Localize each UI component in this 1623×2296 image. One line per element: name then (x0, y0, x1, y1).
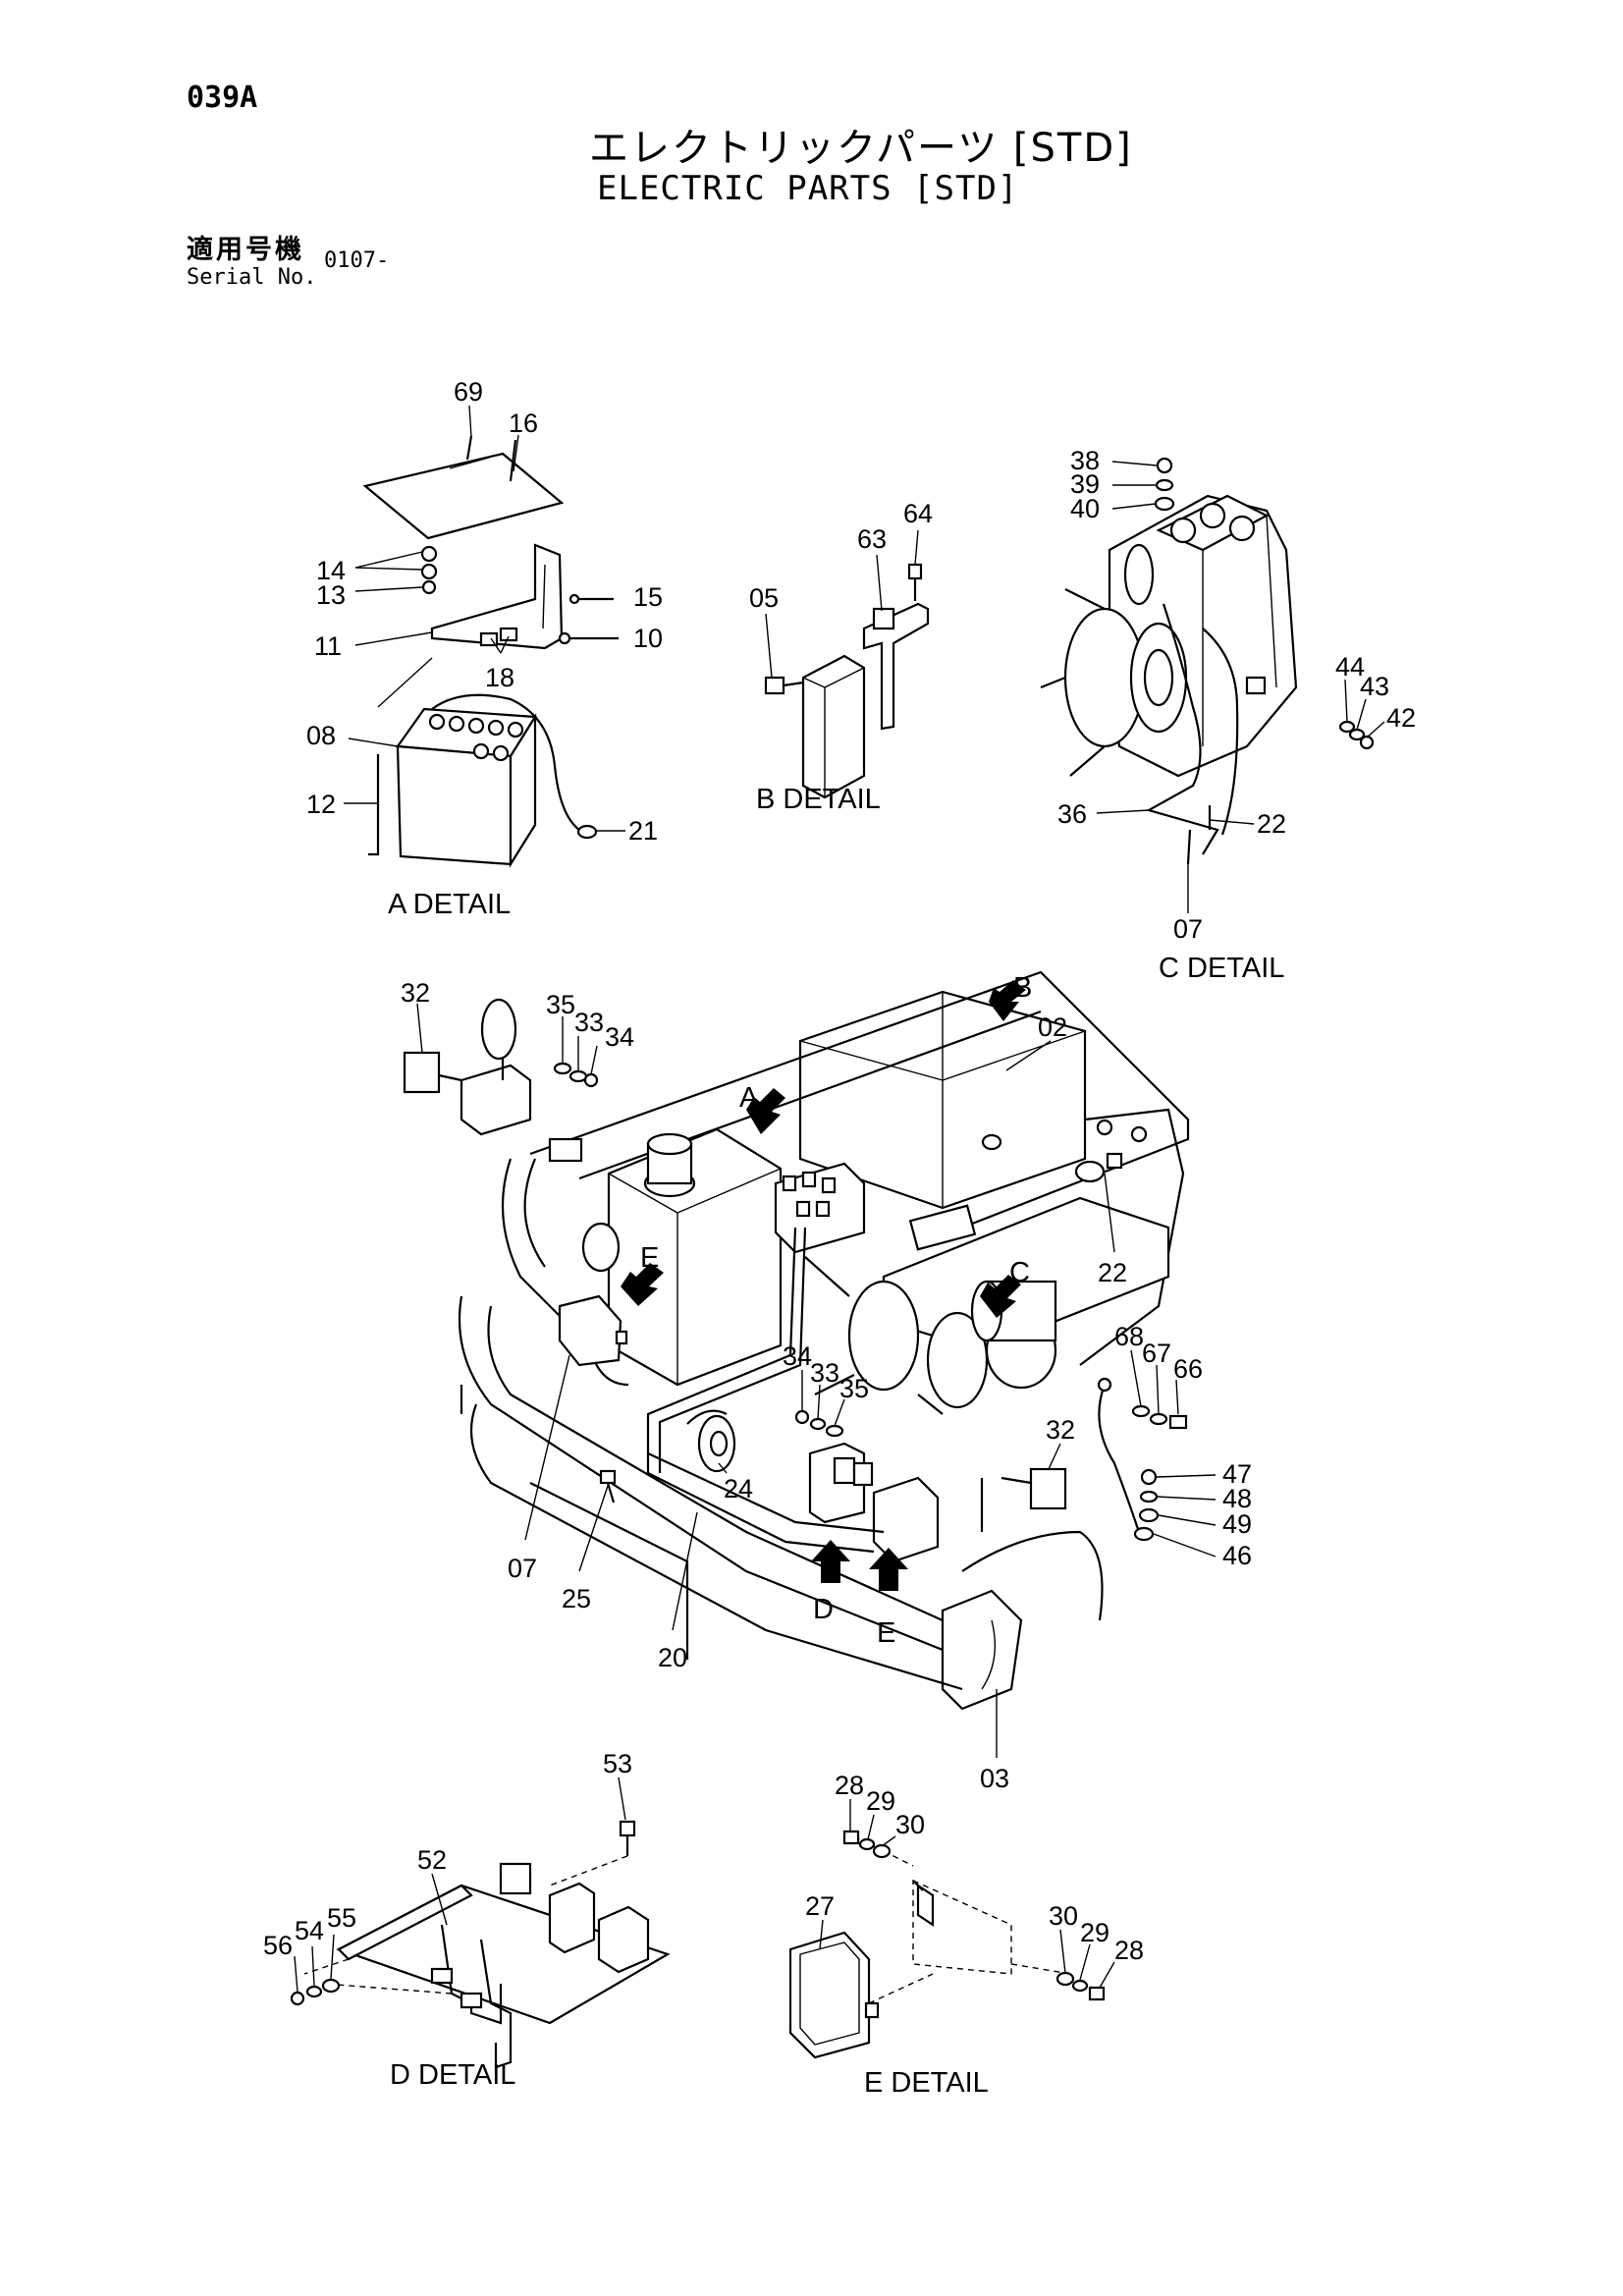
part-number: 13 (316, 580, 346, 610)
part-number: 24 (724, 1474, 753, 1503)
arrow-label-b: B (1013, 972, 1032, 1004)
part-number: 49 (1222, 1509, 1252, 1539)
b-detail-drawing (764, 563, 930, 799)
part-number: 28 (1114, 1936, 1144, 1965)
c-detail-drawing (1040, 457, 1375, 865)
part-number: 08 (306, 721, 336, 750)
arrow-label-d: D (813, 1594, 834, 1625)
arrow-b (989, 980, 1026, 1021)
part-number: 64 (903, 499, 933, 528)
b-detail-leaders (765, 529, 919, 679)
part-number: 69 (454, 377, 483, 407)
page-title-english: ELECTRIC PARTS [STD] (597, 169, 1019, 208)
arrow-label-c: C (1009, 1257, 1030, 1288)
part-number: 42 (1386, 703, 1416, 733)
part-number: 32 (401, 978, 430, 1008)
part-number: 33 (810, 1358, 839, 1388)
arrow-e-right (869, 1548, 908, 1591)
e-detail-leaders (819, 1799, 1115, 1989)
part-number: 32 (1046, 1415, 1075, 1445)
part-number: 63 (857, 524, 887, 554)
part-number: 56 (263, 1931, 293, 1960)
page-title-japanese: エレクトリックパーツ [STD] (589, 126, 1133, 171)
part-number: 02 (1038, 1012, 1067, 1042)
part-number: 30 (895, 1810, 925, 1839)
part-number: 48 (1222, 1484, 1252, 1513)
arrow-label-a: A (739, 1082, 759, 1114)
part-number: 05 (749, 583, 779, 613)
a-detail-drawing (362, 435, 619, 868)
part-number: 53 (603, 1749, 632, 1778)
c-detail-leaders (1096, 461, 1385, 913)
serial-label-japanese: 適用号機 (187, 235, 304, 265)
part-number: 10 (633, 624, 663, 653)
part-number: 18 (485, 663, 514, 692)
part-number: 35 (546, 990, 575, 1019)
d-detail-drawing (290, 1820, 671, 2069)
arrow-label-e-left: E (640, 1242, 659, 1274)
part-number: 44 (1335, 652, 1365, 682)
main-assembly-drawing (403, 970, 1190, 1711)
detail-arrows (621, 980, 1026, 1591)
part-number: 47 (1222, 1459, 1252, 1489)
part-number: 15 (633, 582, 663, 612)
page-code: 039A (187, 81, 258, 115)
part-number: 22 (1257, 809, 1286, 839)
part-number: 03 (980, 1764, 1009, 1793)
part-number: 16 (509, 409, 538, 438)
serial-value: 0107- (324, 248, 390, 273)
part-number: 21 (628, 816, 658, 846)
part-number: 68 (1114, 1322, 1144, 1351)
part-number: 43 (1360, 672, 1389, 701)
part-number: 67 (1142, 1339, 1171, 1368)
arrow-e-left (621, 1263, 664, 1306)
part-number: 14 (316, 556, 346, 585)
part-number: 11 (314, 631, 342, 661)
part-number: 46 (1222, 1541, 1252, 1570)
b-detail-caption: B DETAIL (756, 784, 881, 815)
battery-cover (362, 452, 565, 540)
c-detail-caption: C DETAIL (1159, 953, 1284, 984)
arrow-a (746, 1088, 785, 1134)
part-number: 29 (1080, 1918, 1109, 1947)
part-number: 34 (783, 1341, 812, 1371)
part-number: 20 (658, 1643, 687, 1672)
part-number: 29 (866, 1786, 895, 1816)
part-number: 36 (1057, 799, 1087, 829)
part-number: 12 (306, 790, 336, 819)
d-detail-caption: D DETAIL (390, 2059, 515, 2091)
part-number: 07 (508, 1554, 537, 1583)
serial-label-english: Serial No. (187, 265, 317, 290)
d-detail-leaders (294, 1777, 626, 1993)
part-number: 07 (1173, 914, 1203, 944)
part-number: 55 (327, 1903, 356, 1933)
part-number: 27 (805, 1891, 835, 1921)
part-number: 52 (417, 1845, 447, 1875)
part-number: 34 (605, 1022, 634, 1052)
a-detail-leaders (344, 405, 625, 832)
arrow-d (811, 1540, 850, 1583)
main-assembly-leaders (416, 1003, 1217, 1758)
a-detail-caption: A DETAIL (388, 889, 511, 920)
part-number: 28 (835, 1771, 864, 1800)
part-number: 66 (1173, 1354, 1203, 1384)
part-number: 38 (1070, 446, 1100, 475)
arrow-c (980, 1275, 1021, 1318)
part-number: 22 (1098, 1258, 1127, 1287)
part-number: 25 (562, 1584, 591, 1613)
part-number: 40 (1070, 494, 1100, 523)
e-detail-caption: E DETAIL (864, 2067, 989, 2099)
part-number: 54 (295, 1916, 324, 1945)
part-number: 35 (839, 1374, 869, 1403)
part-number: 33 (574, 1008, 604, 1037)
e-detail-drawing (788, 1830, 1106, 2059)
part-number: 39 (1070, 469, 1100, 499)
arrow-label-e-right: E (877, 1617, 895, 1649)
part-number: 30 (1049, 1901, 1078, 1931)
